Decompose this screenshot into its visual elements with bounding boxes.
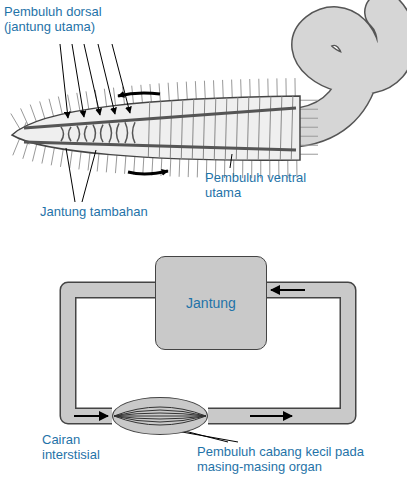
node-label: Jantung <box>186 295 236 311</box>
vessel-tube <box>68 290 155 416</box>
capillary-bed: Pembuluh cabang kecil pada masing-masing… <box>112 397 208 435</box>
part-label: Jantung tambahan <box>40 204 170 219</box>
heart-box: Jantung <box>155 256 267 350</box>
capillary-strands <box>112 397 208 435</box>
aortic-arches <box>61 122 135 143</box>
fluid-label: Cairan interstisial <box>42 432 122 462</box>
worm-segments <box>11 78 318 178</box>
worm-segments <box>148 90 293 170</box>
worm-tail-outline <box>290 12 396 128</box>
dorsal-vessel <box>24 108 296 128</box>
node-label: Pembuluh cabang kecil pada masing-masing… <box>197 444 392 474</box>
part-label: Pembuluh ventral utama <box>205 170 315 200</box>
ventral-vessel <box>24 142 296 150</box>
worm-tail <box>290 12 396 128</box>
part-label: Pembuluh dorsal (jantung utama) <box>4 4 122 34</box>
worm-body <box>12 96 300 160</box>
flow-arrows <box>118 93 168 174</box>
